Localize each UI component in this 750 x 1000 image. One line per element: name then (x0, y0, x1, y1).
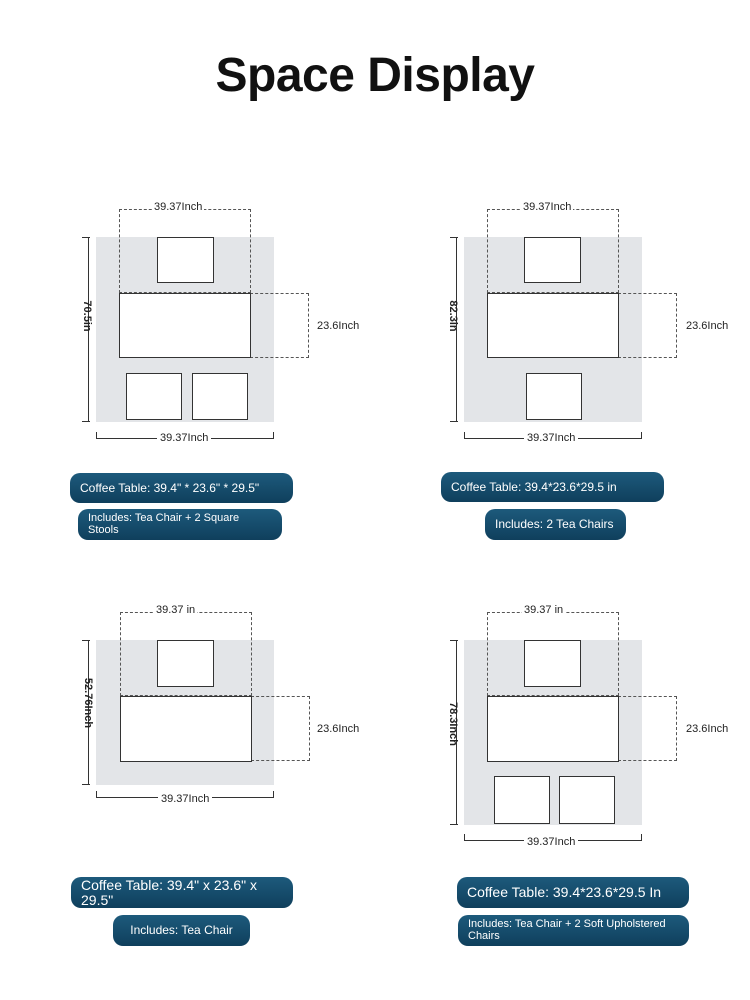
includes-badge: Includes: Tea Chair + 2 Soft Upholstered… (458, 915, 689, 946)
table-spec-badge: Coffee Table: 39.4" * 23.6" * 29.5" (70, 473, 293, 503)
table-spec-badge: Coffee Table: 39.4*23.6*29.5 in (441, 472, 664, 502)
tea-chair (524, 237, 581, 283)
depth-label: 23.6Inch (317, 320, 360, 332)
includes-badge: Includes: 2 Tea Chairs (485, 509, 626, 540)
top-width-label: 39.37Inch (521, 201, 574, 213)
height-tick (82, 640, 90, 641)
width-tick (273, 432, 274, 439)
height-dimension-line (456, 640, 457, 825)
height-dimension-line (88, 237, 89, 422)
width-tick (464, 834, 465, 841)
depth-label: 23.6Inch (317, 723, 360, 735)
width-tick (96, 432, 97, 439)
coffee-table (120, 696, 252, 762)
width-tick (641, 432, 642, 439)
table-depth-guide (618, 293, 677, 358)
table-spec-badge: Coffee Table: 39.4*23.6*29.5 In (457, 877, 689, 908)
side-height-label: 82.3in (447, 300, 459, 332)
height-dimension-line (88, 640, 89, 785)
height-tick (82, 237, 90, 238)
coffee-table (119, 293, 251, 358)
height-tick (450, 237, 458, 238)
coffee-table (487, 293, 619, 358)
page-title: Space Display (215, 49, 536, 102)
width-tick (641, 834, 642, 841)
square-stool (126, 373, 182, 420)
square-stool (192, 373, 248, 420)
bottom-width-label: 39.37Inch (524, 836, 579, 848)
depth-label: 23.6Inch (686, 320, 729, 332)
width-tick (464, 432, 465, 439)
table-depth-guide (618, 696, 677, 761)
width-tick (96, 791, 97, 798)
height-tick (82, 784, 90, 785)
top-width-label: 39.37 in (154, 604, 198, 616)
upholstered-chair (559, 776, 615, 824)
table-spec-badge: Coffee Table: 39.4" x 23.6" x 29.5" (71, 877, 293, 908)
bottom-width-label: 39.37Inch (158, 793, 213, 805)
table-depth-guide (250, 293, 309, 358)
tea-chair (526, 373, 582, 420)
height-tick (450, 421, 458, 422)
height-tick (450, 640, 458, 641)
side-height-label: 52.76Inch (82, 677, 94, 729)
includes-badge: Includes: Tea Chair + 2 Square Stools (78, 509, 282, 540)
side-height-label: 78.3Inch (447, 701, 459, 747)
top-width-label: 39.37Inch (152, 201, 205, 213)
depth-label: 23.6Inch (686, 723, 729, 735)
tea-chair (157, 640, 214, 687)
table-depth-guide (251, 696, 310, 761)
tea-chair (524, 640, 581, 687)
height-tick (82, 421, 90, 422)
height-dimension-line (456, 237, 457, 422)
bottom-width-label: 39.37Inch (157, 432, 212, 444)
coffee-table (487, 696, 619, 762)
bottom-width-label: 39.37Inch (524, 432, 579, 444)
upholstered-chair (494, 776, 550, 824)
width-tick (273, 791, 274, 798)
side-height-label: 70.5in (81, 300, 93, 332)
tea-chair (157, 237, 214, 283)
height-tick (450, 824, 458, 825)
includes-badge: Includes: Tea Chair (113, 915, 250, 946)
top-width-label: 39.37 in (522, 604, 566, 616)
